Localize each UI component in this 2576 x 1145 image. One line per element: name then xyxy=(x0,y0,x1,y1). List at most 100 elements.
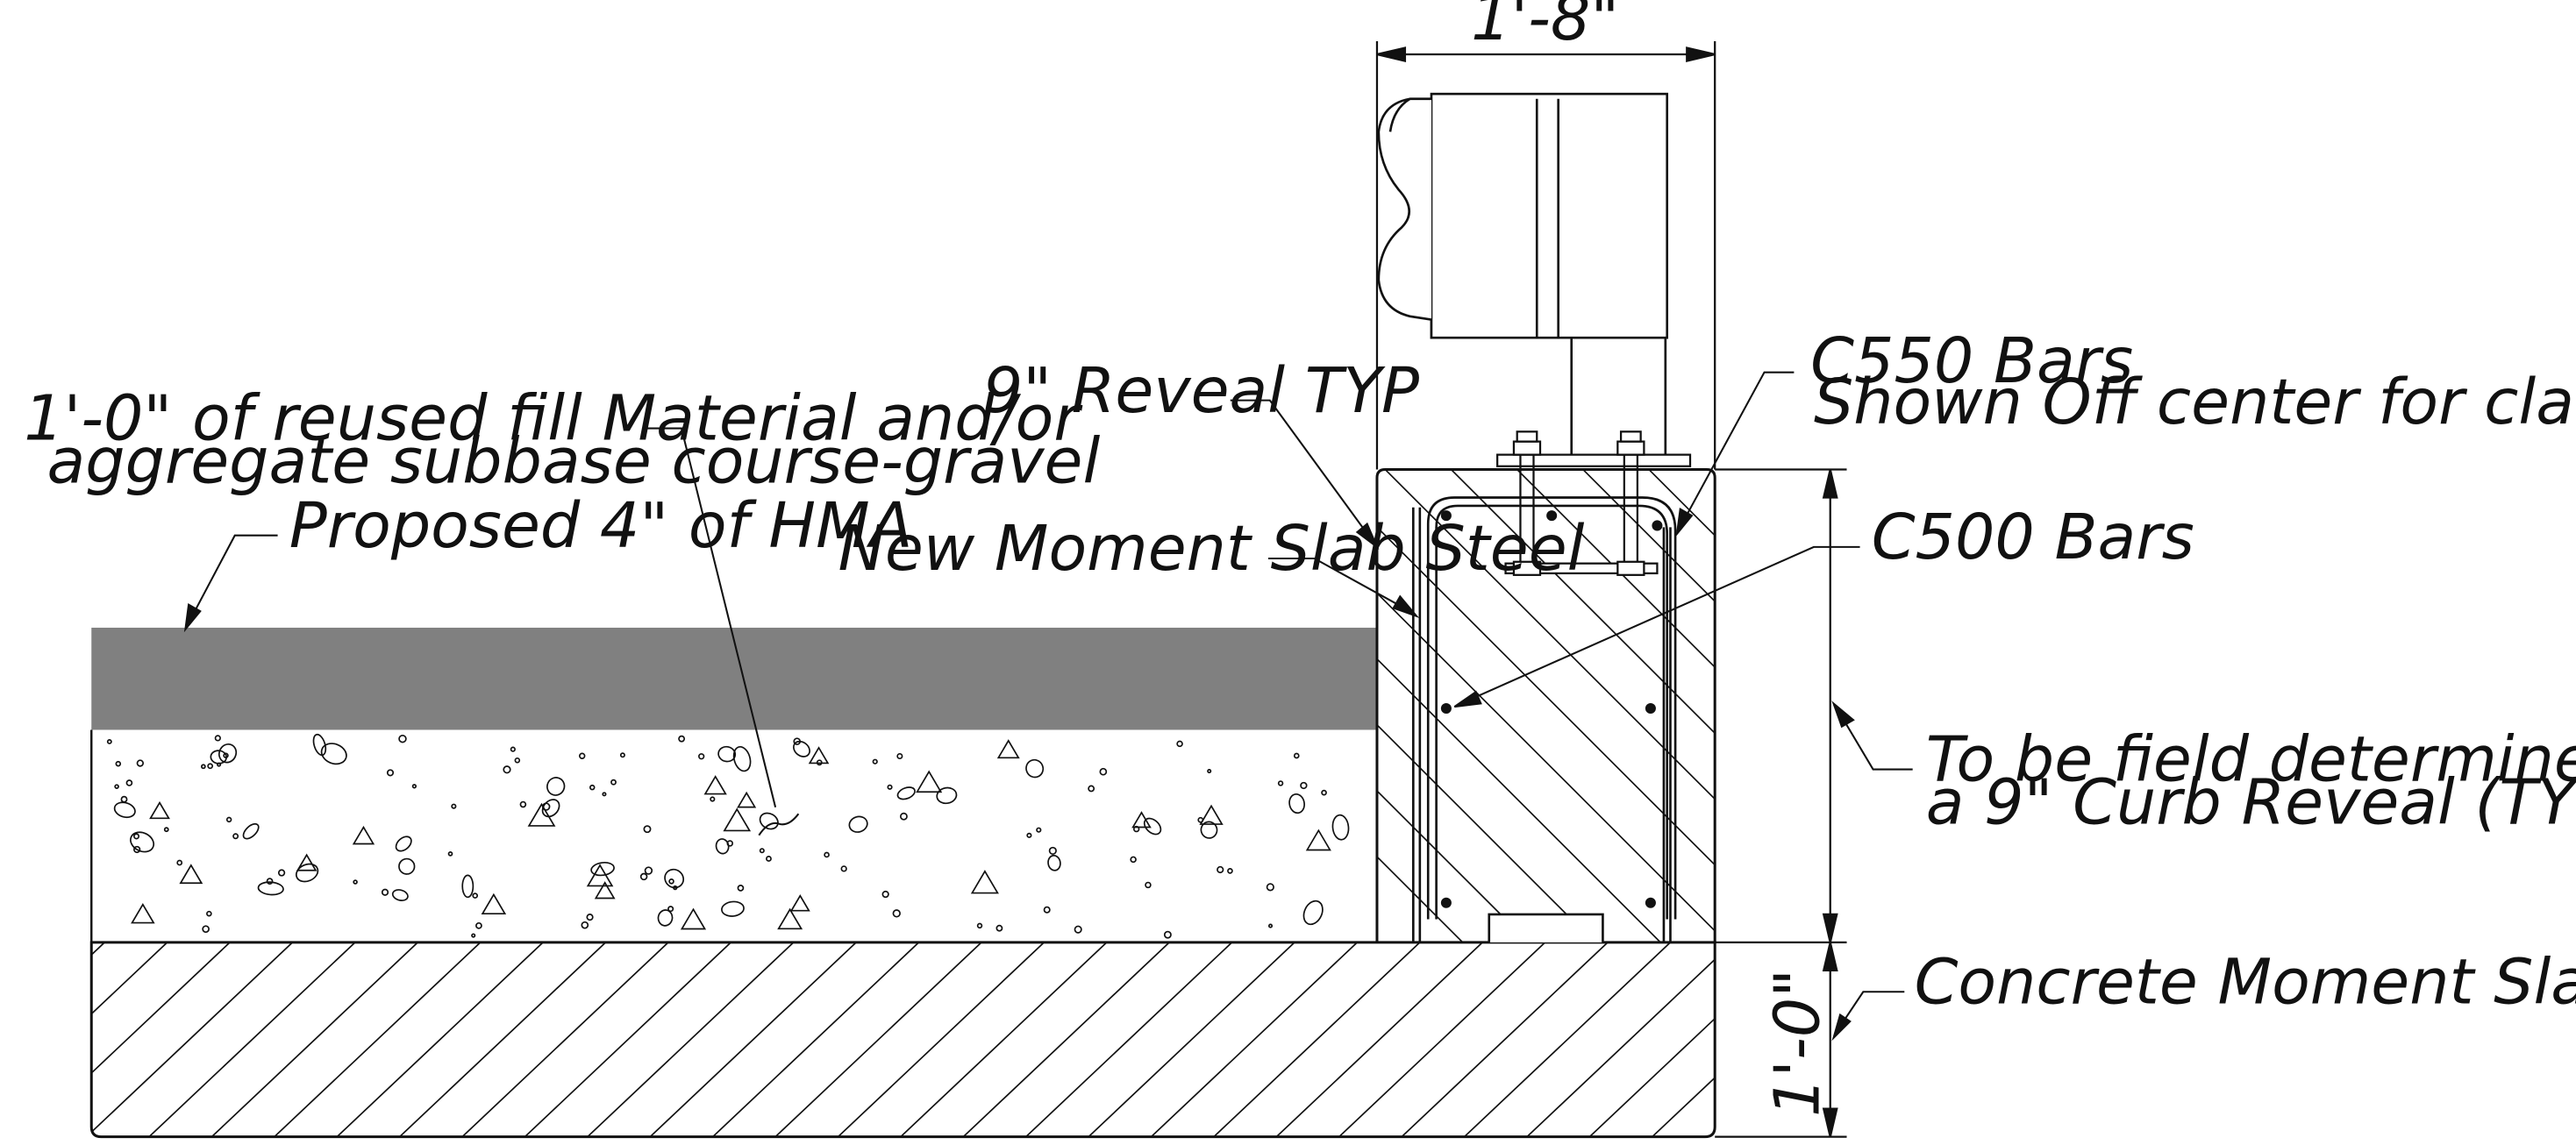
gravel-dot xyxy=(1267,923,1274,928)
slab-hatch-line xyxy=(1338,942,1546,1137)
gravel-dot xyxy=(125,779,133,786)
anchor-bolt-right xyxy=(1616,430,1645,576)
gravel-dot xyxy=(1197,816,1204,823)
label-moment-steel: New Moment Slab Steel xyxy=(838,512,1584,585)
gravel-pebble xyxy=(312,733,327,757)
curb-section xyxy=(1375,468,1716,942)
gravel-dot xyxy=(471,933,476,938)
c500-bar xyxy=(1440,510,1452,522)
gravel-dot xyxy=(639,872,648,881)
gravel-triangle xyxy=(996,739,1020,759)
slab-hatch-line xyxy=(1088,942,1295,1137)
gravel-pebble xyxy=(113,801,136,819)
gravel-pebble xyxy=(130,831,155,853)
guardrail-blockout xyxy=(1430,92,1669,339)
guardrail-post xyxy=(1377,92,1669,455)
gravel-pebble xyxy=(848,815,868,833)
curb-hatch-line xyxy=(1384,469,1716,942)
slab-hatch-line xyxy=(900,942,1108,1137)
gravel-dot xyxy=(1145,881,1152,889)
gravel-dot xyxy=(698,753,705,760)
slab-hatch-line xyxy=(1213,942,1421,1137)
slab-hatch-line xyxy=(1025,942,1233,1137)
slab-hatch-line xyxy=(712,942,920,1137)
label-c550-line1: C550 Bars xyxy=(1810,324,2133,397)
gravel-pebble xyxy=(546,777,566,796)
gravel-pebble xyxy=(936,786,958,805)
curb-hatch-line xyxy=(1376,469,1716,942)
gravel-dot xyxy=(163,827,169,833)
gravel-pebble xyxy=(590,862,615,877)
gravel-dot xyxy=(644,866,653,875)
c500-bar xyxy=(1645,897,1656,908)
gravel-dot xyxy=(726,840,733,847)
gravel-pebble xyxy=(257,881,284,896)
gravel-triangle xyxy=(789,894,810,912)
gravel-triangle xyxy=(481,893,507,915)
leader-c550 xyxy=(1675,371,1795,537)
c500-bars xyxy=(1440,510,1663,908)
gravel-dot xyxy=(381,888,389,896)
gravel-triangle xyxy=(1131,811,1152,829)
gravel-dot xyxy=(214,735,221,742)
gravel-triangle xyxy=(131,902,155,924)
gravel-dot xyxy=(353,879,358,885)
c500-bar xyxy=(1652,520,1663,531)
embed-plate xyxy=(1504,562,1659,575)
aggregate-subbase-layer xyxy=(90,729,1350,942)
label-slab: Concrete Moment Slab xyxy=(1915,945,2576,1018)
gravel-dot xyxy=(1099,767,1108,776)
leader-field-determined xyxy=(1831,701,1913,771)
slab-hatch-line xyxy=(1275,942,1483,1137)
label-c550-line2: Shown Off center for clarity xyxy=(1814,366,2576,438)
gravel-triangle xyxy=(586,864,614,887)
slab-hatch-line xyxy=(837,942,1045,1137)
gravel-dot xyxy=(519,800,527,808)
gravel-dot xyxy=(398,734,407,743)
slab-hatch-line xyxy=(399,942,607,1137)
gravel-pebble xyxy=(1025,758,1045,779)
gravel-pebble xyxy=(395,836,412,852)
c500-bar xyxy=(1546,510,1558,522)
gravel-dot xyxy=(1048,846,1057,856)
label-field-line1: To be field determined to maintain xyxy=(1926,723,2576,796)
slab-hatch-line xyxy=(461,942,669,1137)
concrete-moment-slab xyxy=(0,941,1716,1139)
gravel-pebble xyxy=(1200,821,1218,839)
gravel-dot xyxy=(586,914,594,921)
gravel-dot xyxy=(673,885,678,891)
curb-hatch-line xyxy=(1376,469,1601,942)
gravel-dot xyxy=(386,769,395,777)
c500-bar xyxy=(1645,703,1656,715)
slab-hatch-line xyxy=(0,942,42,1137)
gravel-dot xyxy=(225,816,232,823)
leader-c500 xyxy=(1453,545,1860,708)
gravel-dot xyxy=(678,735,686,743)
gravel-dot xyxy=(589,784,596,791)
label-field-line2: a 9" Curb Reveal (TYP.) xyxy=(1926,766,2576,839)
gravel-pebble xyxy=(1302,900,1324,926)
gravel-pebble xyxy=(295,863,319,883)
gravel-dot xyxy=(472,893,479,899)
gravel-triangle xyxy=(970,870,999,894)
slab-hatch-line xyxy=(1588,942,1716,1137)
slab-hatch-line xyxy=(1401,942,1609,1137)
gravel-pebble xyxy=(759,812,779,830)
slab-hatch-line xyxy=(148,942,356,1137)
leader-moment-steel xyxy=(1267,557,1420,619)
gravel-triangle xyxy=(808,746,830,765)
gravel-pebble xyxy=(717,745,737,763)
gravel-dot xyxy=(1217,865,1224,874)
c550-stirrup-inner xyxy=(1435,504,1669,920)
c500-bar xyxy=(1440,703,1452,715)
gravel-dot xyxy=(793,737,802,745)
leader-fill-material xyxy=(646,427,800,836)
gravel-triangle xyxy=(680,907,707,930)
gravel-dot xyxy=(475,921,482,929)
gravel-dot xyxy=(710,796,716,802)
keyway-notch xyxy=(1488,913,1604,942)
gravel-triangle xyxy=(1305,829,1331,851)
gravel-dot xyxy=(1266,883,1274,892)
c550-stirrup-outer xyxy=(1426,496,1677,920)
gravel-dot xyxy=(541,802,551,811)
